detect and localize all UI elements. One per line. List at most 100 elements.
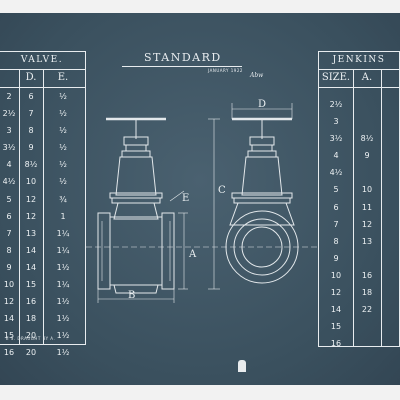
dimension-label-c: C: [218, 185, 226, 196]
dimension-lines: [97, 103, 293, 303]
table-cell: 8: [28, 126, 34, 136]
front-elevation-view: [225, 117, 299, 284]
table-cell: 1½: [56, 314, 70, 324]
table-cell: 3: [6, 126, 12, 136]
left-header-col3: E.: [57, 72, 69, 83]
table-cell: 20: [25, 331, 37, 341]
dimension-label-a: A: [188, 249, 197, 260]
table-cell: 1½: [56, 348, 70, 358]
table-cell: 8½: [24, 160, 38, 170]
table-cell: 12: [361, 219, 373, 229]
table-row: 10 16: [319, 267, 399, 284]
table-cell: ½: [59, 160, 67, 170]
table-cell: 10: [3, 280, 15, 290]
column-divider: [381, 69, 382, 346]
table-cell: 1: [60, 211, 66, 221]
column-divider: [353, 69, 354, 346]
table-cell: 4: [6, 160, 12, 170]
table-cell: 18: [25, 314, 37, 324]
table-row: 3½ 8½: [319, 130, 399, 147]
right-table-title: JENKINS: [332, 55, 386, 65]
table-row: 3½ 9 ½: [0, 139, 85, 156]
table-cell: 16: [3, 348, 15, 358]
table-cell: ½: [59, 143, 67, 153]
table-row: 15: [319, 318, 399, 335]
table-cell: 3½: [2, 143, 16, 153]
table-cell: 8: [6, 245, 12, 255]
title-block: STANDARD JANUARY 1922 Abw: [120, 49, 264, 79]
table-cell: 13: [25, 228, 37, 238]
title-underline: [122, 66, 242, 67]
table-cell: 1½: [56, 331, 70, 341]
table-cell: ½: [59, 126, 67, 136]
table-cell: 15: [25, 280, 37, 290]
table-cell: 1¼: [56, 245, 70, 255]
table-cell: 15: [330, 322, 342, 332]
table-cell: ½: [59, 177, 67, 187]
table-cell: 12: [25, 194, 37, 204]
table-cell: 18: [361, 288, 373, 298]
table-row: 15 20 1½: [0, 327, 85, 344]
table-cell: 8: [333, 236, 339, 246]
column-divider: [43, 69, 44, 344]
right-table-header: SIZE. A.: [319, 69, 399, 88]
table-cell: ¾: [59, 194, 67, 204]
left-table-title: VALVE.: [20, 55, 64, 65]
table-cell: 16: [361, 270, 373, 280]
table-cell: 2½: [329, 100, 343, 109]
table-cell: 6: [28, 92, 34, 101]
table-cell: 2½: [2, 109, 16, 119]
drafter-initials: Abw: [250, 72, 264, 79]
table-cell: 3½: [329, 134, 343, 144]
right-header-col2: A.: [361, 72, 373, 83]
table-cell: 2: [6, 92, 12, 101]
table-cell: 14: [330, 305, 342, 315]
table-cell: 3: [333, 117, 339, 127]
table-cell: 4½: [329, 168, 343, 178]
table-cell: 9: [364, 151, 370, 161]
table-cell: 9: [28, 143, 34, 153]
table-cell: 12: [3, 297, 15, 307]
left-table-header: D. E.: [0, 69, 85, 88]
table-cell: 9: [6, 262, 12, 272]
table-cell: 6: [6, 211, 12, 221]
table-cell: 4: [333, 151, 339, 161]
drawing-date: JANUARY 1922: [208, 68, 243, 73]
table-cell: 9: [333, 253, 339, 263]
table-row: 16: [319, 335, 399, 352]
footer-note: E S. DRAUGHT BY A.: [6, 336, 56, 341]
table-cell: 15: [3, 331, 15, 341]
table-cell: 1½: [56, 262, 70, 272]
table-row: 9: [319, 250, 399, 267]
display-stand: [238, 360, 246, 372]
table-cell: 10: [330, 270, 342, 280]
table-cell: 11: [361, 202, 373, 212]
table-row: 4 8½ ½: [0, 156, 85, 173]
table-cell: 8½: [360, 134, 374, 144]
table-cell: 7: [333, 219, 339, 229]
table-cell: 12: [25, 211, 37, 221]
dimension-label-e: E: [182, 193, 189, 204]
dimension-label-b: B: [128, 290, 135, 301]
table-cell: 5: [333, 185, 339, 195]
table-cell: 4½: [2, 177, 16, 187]
right-header-col1: SIZE.: [321, 72, 351, 83]
